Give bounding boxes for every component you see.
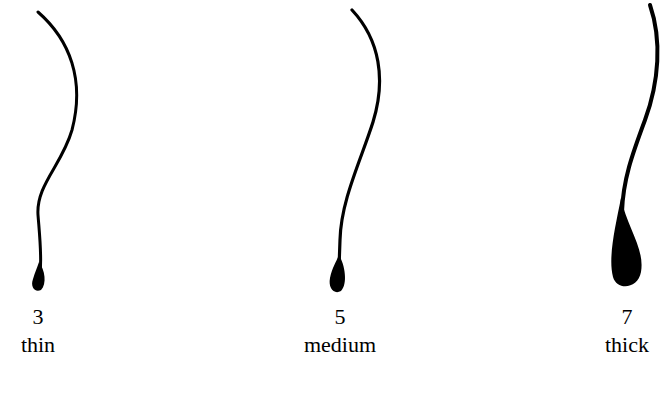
thickness-label: thick (605, 332, 649, 357)
thin-strand (32, 12, 77, 291)
medium-strand (330, 10, 380, 292)
strand-tip (32, 262, 45, 291)
thickness-label: thin (21, 332, 55, 357)
thickness-number: 7 (622, 304, 633, 329)
strand-tip (330, 255, 345, 292)
strand-line (339, 10, 380, 268)
thickness-label: medium (304, 332, 376, 357)
label-slot: 5 (335, 306, 346, 328)
label-slot: thin (21, 334, 55, 356)
label-slot: medium (304, 334, 376, 356)
strand-line (622, 5, 657, 212)
strand-line (38, 12, 77, 272)
label-slot: 7 (622, 306, 633, 328)
label-slot: thick (605, 334, 649, 356)
label-slot: 3 (33, 306, 44, 328)
thick-strand (611, 5, 657, 286)
thickness-number: 5 (335, 304, 346, 329)
strand-tip (611, 198, 641, 286)
thickness-number: 3 (33, 304, 44, 329)
